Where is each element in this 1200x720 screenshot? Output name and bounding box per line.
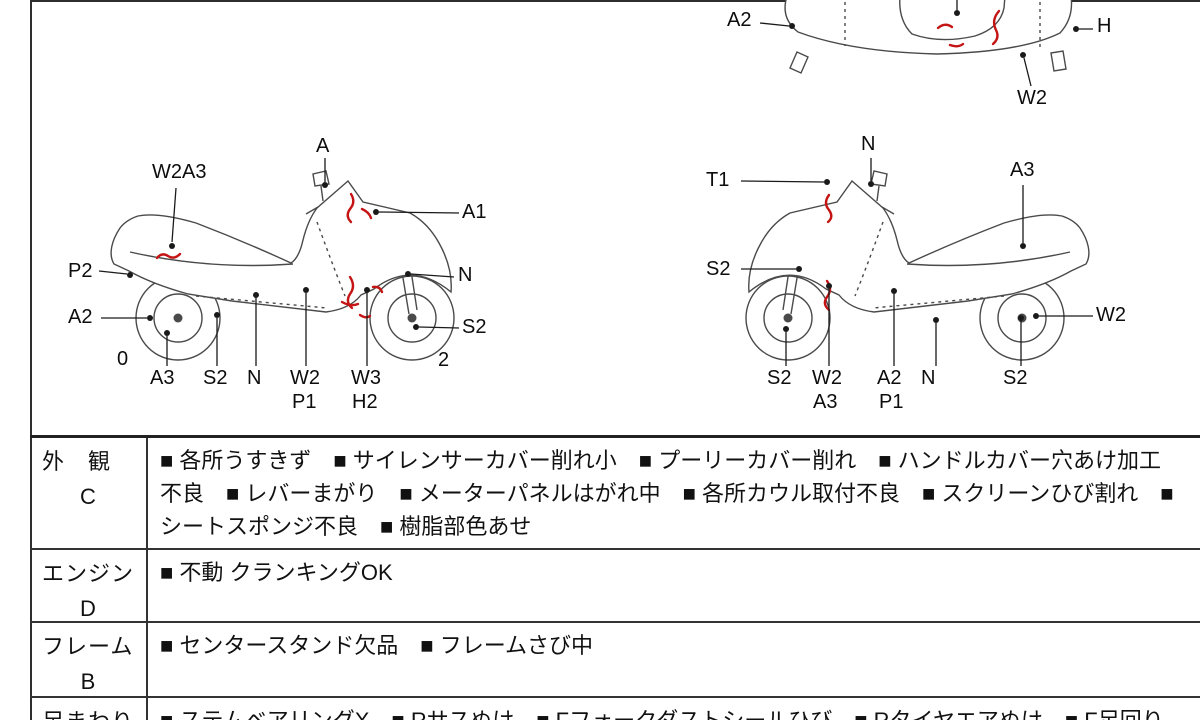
defect-items: ■ 不動 クランキングOK bbox=[160, 560, 393, 585]
label-right-s2-side: S2 bbox=[706, 258, 731, 280]
sheet-left-border bbox=[30, 0, 32, 720]
grade-badge: B bbox=[80, 669, 96, 694]
label-left-n-front: N bbox=[458, 264, 473, 286]
category-label: 外 観 bbox=[42, 449, 112, 474]
label-left-p2: P2 bbox=[68, 260, 93, 282]
table-row-engine: エンジン D ■ 不動 クランキングOK bbox=[30, 550, 1200, 623]
label-right-t1: T1 bbox=[706, 169, 730, 191]
label-right-w2-b: W2 bbox=[812, 367, 842, 389]
label-right-n-b: N bbox=[921, 367, 936, 389]
label-right-a3-top: A3 bbox=[1010, 159, 1035, 181]
label-left-num2: 2 bbox=[438, 349, 450, 371]
label-left-a: A bbox=[316, 135, 330, 157]
category-label: フレーム bbox=[42, 634, 134, 659]
label-right-s2-b1: S2 bbox=[767, 367, 792, 389]
label-top-a2: A2 bbox=[727, 9, 752, 31]
table-row-undercarriage: 足まわり ■ ステムベアリングX ■ Rサスぬけ ■ Fフォークダストシールひび… bbox=[30, 698, 1200, 720]
label-left-num0: 0 bbox=[117, 348, 129, 370]
scooter-side-view-right bbox=[745, 170, 1090, 361]
label-right-w2-side: W2 bbox=[1096, 304, 1126, 326]
label-top-w2: W2 bbox=[1017, 87, 1047, 109]
leader-lines bbox=[98, 0, 1093, 366]
label-left-p1: P1 bbox=[292, 391, 317, 413]
label-left-a3: A3 bbox=[150, 367, 175, 389]
category-cell: エンジン D bbox=[30, 550, 148, 621]
category-cell: フレーム B bbox=[30, 623, 148, 696]
label-right-a2-b: A2 bbox=[877, 367, 902, 389]
label-left-s2-front: S2 bbox=[462, 316, 487, 338]
scooter-side-view-left bbox=[110, 170, 455, 361]
condition-table: 外 観 C ■ 各所うすきず ■ サイレンサーカバー削れ小 ■ プーリーカバー削… bbox=[30, 435, 1200, 720]
label-right-a3-b: A3 bbox=[813, 391, 838, 413]
category-label: エンジン bbox=[42, 561, 135, 586]
defect-items: ■ ステムベアリングX ■ Rサスぬけ ■ Fフォークダストシールひび ■ Rタ… bbox=[148, 698, 1200, 720]
table-row-exterior: 外 観 C ■ 各所うすきず ■ サイレンサーカバー削れ小 ■ プーリーカバー削… bbox=[30, 438, 1200, 550]
table-row-frame: フレーム B ■ センタースタンド欠品 ■ フレームさび中 bbox=[30, 623, 1200, 698]
defect-items: ■ センタースタンド欠品 ■ フレームさび中 bbox=[160, 633, 594, 658]
category-cell: 足まわり bbox=[30, 698, 148, 720]
label-left-w2: W2 bbox=[290, 367, 320, 389]
grade-badge: C bbox=[80, 484, 96, 509]
label-left-s2: S2 bbox=[203, 367, 228, 389]
label-left-n: N bbox=[247, 367, 262, 389]
defect-items: ■ 各所うすきず ■ サイレンサーカバー削れ小 ■ プーリーカバー削れ ■ ハン… bbox=[160, 448, 1174, 539]
label-top-h: H bbox=[1097, 15, 1112, 37]
label-right-p1-b: P1 bbox=[879, 391, 904, 413]
category-cell: 外 観 C bbox=[30, 438, 148, 548]
label-right-n-top: N bbox=[861, 133, 876, 155]
leader-dots bbox=[127, 10, 1079, 336]
label-left-w3: W3 bbox=[351, 367, 381, 389]
label-left-w2a3: W2A3 bbox=[152, 161, 207, 183]
scooter-top-view bbox=[784, 0, 1073, 74]
scooter-diagrams-svg bbox=[98, 0, 1093, 366]
grade-badge: D bbox=[80, 596, 96, 621]
sheet-top-border bbox=[30, 0, 1200, 2]
label-left-a2: A2 bbox=[68, 306, 93, 328]
label-left-h2: H2 bbox=[352, 391, 378, 413]
category-label: 足まわり bbox=[30, 704, 146, 720]
label-left-a1: A1 bbox=[462, 201, 487, 223]
label-right-s2-b2: S2 bbox=[1003, 367, 1028, 389]
